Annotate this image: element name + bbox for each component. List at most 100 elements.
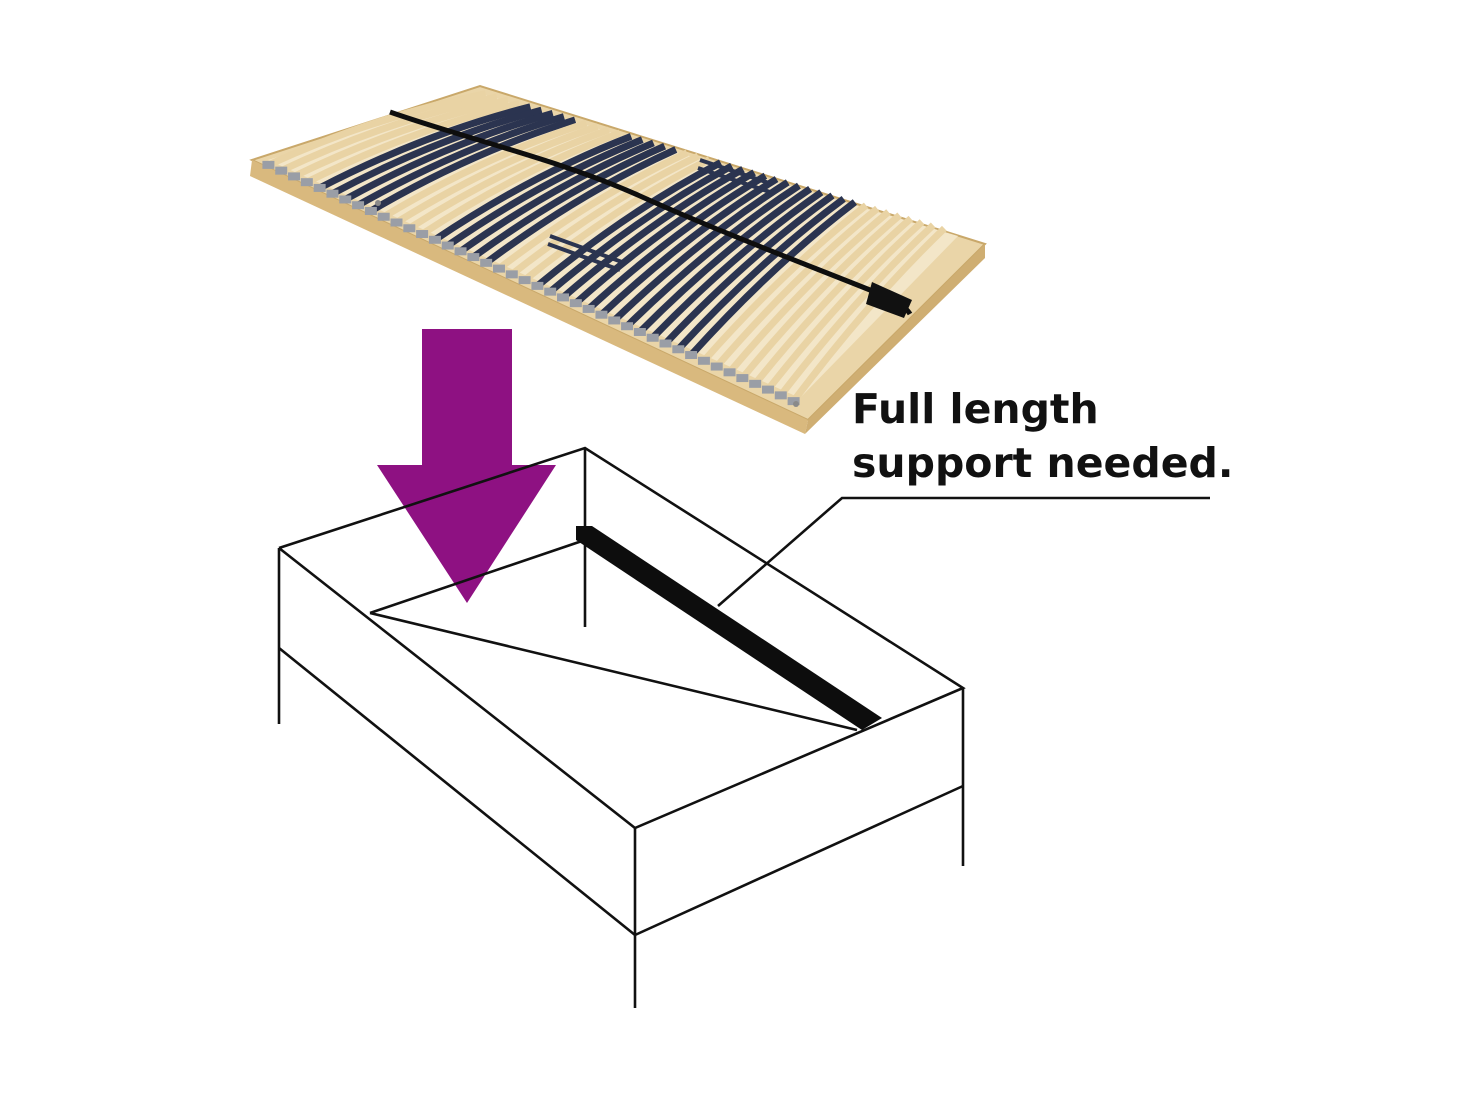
slat-end-cap bbox=[774, 391, 787, 400]
slat-end-cap bbox=[633, 327, 646, 336]
slat-end-cap bbox=[300, 178, 313, 187]
firmness-adjusters bbox=[547, 158, 773, 272]
slat bbox=[726, 209, 891, 375]
down-arrow-icon bbox=[377, 329, 556, 603]
slat-end-cap bbox=[595, 310, 608, 319]
slat bbox=[266, 90, 487, 169]
slat-end-cap bbox=[364, 206, 377, 215]
slat bbox=[765, 219, 925, 392]
slat bbox=[509, 152, 700, 278]
frame-screw bbox=[375, 200, 381, 206]
slat-end-cap bbox=[787, 397, 800, 406]
slat bbox=[675, 195, 846, 352]
slat-end-cap bbox=[480, 258, 493, 267]
strap-loop bbox=[866, 282, 912, 318]
slat-end-cap bbox=[377, 212, 390, 221]
slat-end-cap bbox=[697, 356, 710, 365]
slat bbox=[369, 116, 577, 214]
slat-end-cap bbox=[557, 293, 570, 302]
slat-frame-end-rail bbox=[805, 244, 985, 434]
slat bbox=[343, 109, 554, 203]
slat bbox=[407, 126, 610, 232]
slat-end-cap bbox=[621, 322, 634, 331]
slat bbox=[535, 159, 723, 289]
slat bbox=[778, 222, 936, 398]
slat-end-cap bbox=[339, 195, 352, 204]
slat bbox=[445, 136, 644, 249]
slat-end-cap bbox=[672, 345, 685, 354]
slat-end-cap bbox=[262, 160, 275, 169]
slat-end-cap bbox=[710, 362, 723, 371]
slat bbox=[688, 199, 858, 358]
slat bbox=[790, 225, 947, 404]
bed-frame-front-bottom bbox=[278, 646, 636, 937]
slat bbox=[292, 96, 509, 180]
slat-end-cap bbox=[659, 339, 672, 348]
slat-end-cap bbox=[582, 304, 595, 313]
frame-screw bbox=[793, 401, 799, 407]
slats-group bbox=[262, 90, 947, 406]
slat bbox=[611, 179, 790, 323]
slat bbox=[330, 106, 543, 197]
slat bbox=[701, 202, 869, 364]
slat bbox=[547, 162, 734, 295]
slat bbox=[458, 139, 655, 255]
slatted-bed-base-icon bbox=[249, 84, 987, 434]
slat-end-cap bbox=[518, 276, 531, 285]
slat bbox=[739, 212, 902, 381]
slat-end-cap bbox=[569, 299, 582, 308]
slat-end-cap bbox=[505, 270, 518, 279]
slat-end-cap bbox=[441, 241, 454, 250]
slat-end-cap bbox=[608, 316, 621, 325]
slat-end-cap bbox=[761, 385, 774, 394]
slat bbox=[496, 149, 689, 272]
slat-end-cap bbox=[326, 189, 339, 198]
slat-end-cap bbox=[749, 379, 762, 388]
bed-frame-side-bottom bbox=[634, 784, 964, 937]
bed-frame-top-rim bbox=[278, 446, 966, 830]
slat-end-cap bbox=[313, 183, 326, 192]
slat bbox=[650, 189, 824, 341]
slat-end-cap bbox=[492, 264, 505, 273]
slat bbox=[624, 182, 801, 329]
slat bbox=[356, 113, 565, 209]
slat-end-cap bbox=[646, 333, 659, 342]
slat-end-cap bbox=[352, 201, 365, 210]
slat bbox=[279, 93, 498, 174]
callout-line-1: Full length bbox=[852, 385, 1099, 433]
slat bbox=[522, 156, 711, 283]
slat-end-cap bbox=[403, 224, 416, 233]
center-support-beam bbox=[576, 526, 882, 730]
slat-end-cap bbox=[275, 166, 288, 175]
slat-end-cap bbox=[544, 287, 557, 296]
slat-end-cap bbox=[288, 172, 301, 181]
slat bbox=[599, 176, 779, 318]
slat-end-cap bbox=[416, 230, 429, 239]
slat-end-cap bbox=[428, 235, 441, 244]
slat bbox=[484, 146, 678, 266]
slat-end-cap bbox=[685, 351, 698, 360]
slat bbox=[394, 123, 599, 226]
slat-end-cap bbox=[736, 374, 749, 383]
slat-frame-front-rail bbox=[250, 160, 808, 434]
slat bbox=[662, 192, 835, 346]
slat-end-cap bbox=[390, 218, 403, 227]
slat bbox=[305, 100, 520, 186]
slat bbox=[318, 103, 532, 192]
callout-label: Full length support needed. bbox=[852, 382, 1233, 490]
bed-frame-inner-edge bbox=[369, 611, 858, 732]
slat bbox=[573, 169, 756, 306]
callout-line-2: support needed. bbox=[852, 439, 1234, 487]
slat bbox=[586, 172, 768, 312]
slat-end-cap bbox=[531, 281, 544, 290]
callout-leader-line bbox=[717, 496, 1210, 607]
slat bbox=[381, 119, 588, 220]
slat bbox=[714, 205, 880, 369]
slat bbox=[471, 143, 667, 260]
slat bbox=[752, 215, 914, 387]
slat bbox=[432, 133, 633, 243]
slat-end-cap bbox=[454, 247, 467, 256]
slat bbox=[637, 186, 813, 335]
slat bbox=[560, 166, 745, 301]
